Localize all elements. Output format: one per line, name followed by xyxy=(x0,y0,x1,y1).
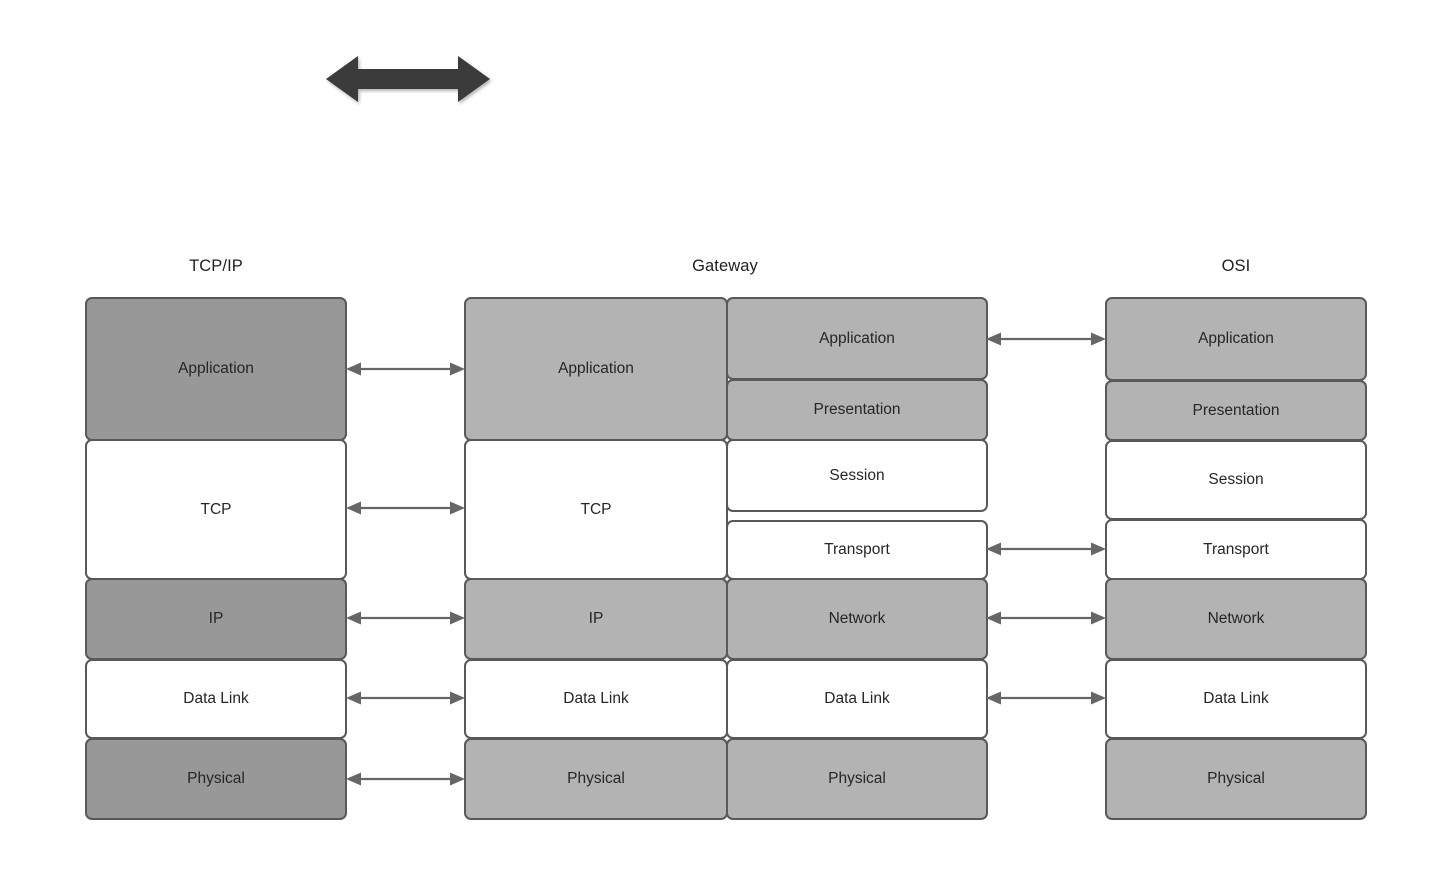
tcpip-layer-application: Application xyxy=(85,297,347,441)
tcpip-layer-physical: Physical xyxy=(85,738,347,820)
osi-layer-application: Application xyxy=(1105,297,1367,381)
gateway-left-layer-physical: Physical xyxy=(464,738,728,820)
gateway-right-layer-physical: Physical xyxy=(726,738,988,820)
connector-gateway-osi-network xyxy=(986,611,1106,625)
bidirectional-communication-arrow xyxy=(326,56,490,102)
tcpip-layer-data-link: Data Link xyxy=(85,659,347,739)
gateway-right-layer-session: Session xyxy=(726,439,988,512)
gateway-left-layer-data-link: Data Link xyxy=(464,659,728,739)
osi-layer-data-link: Data Link xyxy=(1105,659,1367,739)
connector-gateway-osi-data-link xyxy=(986,691,1106,705)
tcpip-layer-ip: IP xyxy=(85,578,347,660)
gateway-left-layer-ip: IP xyxy=(464,578,728,660)
osi-layer-transport: Transport xyxy=(1105,519,1367,580)
connector-gateway-osi-application xyxy=(986,332,1106,346)
osi-layer-network: Network xyxy=(1105,578,1367,660)
gateway-right-layer-transport: Transport xyxy=(726,520,988,580)
gateway-right-layer-presentation: Presentation xyxy=(726,379,988,441)
gateway-left-layer-tcp: TCP xyxy=(464,439,728,580)
connector-tcpip-gateway-tcp xyxy=(346,501,465,515)
column-header-osi: OSI xyxy=(1221,257,1251,275)
tcpip-layer-tcp: TCP xyxy=(85,439,347,580)
osi-layer-physical: Physical xyxy=(1105,738,1367,820)
connector-tcpip-gateway-ip xyxy=(346,611,465,625)
connector-gateway-osi-transport xyxy=(986,542,1106,556)
connector-tcpip-gateway-data-link xyxy=(346,691,465,705)
connector-tcpip-gateway-physical xyxy=(346,772,465,786)
osi-layer-presentation: Presentation xyxy=(1105,380,1367,441)
gateway-left-layer-application: Application xyxy=(464,297,728,441)
column-header-gateway: Gateway xyxy=(692,257,758,275)
column-header-tcpip: TCP/IP xyxy=(189,257,243,275)
osi-layer-session: Session xyxy=(1105,440,1367,520)
gateway-right-layer-network: Network xyxy=(726,578,988,660)
connector-tcpip-gateway-application xyxy=(346,362,465,376)
gateway-right-layer-data-link: Data Link xyxy=(726,659,988,739)
gateway-right-layer-application: Application xyxy=(726,297,988,380)
